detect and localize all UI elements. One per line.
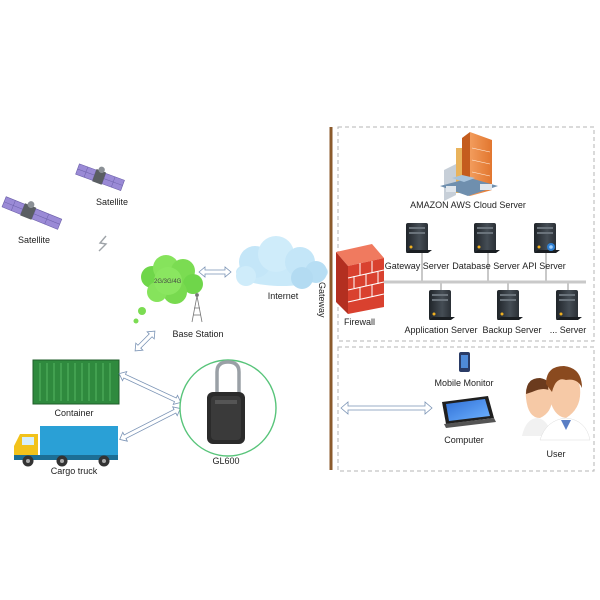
server-icon	[474, 223, 500, 253]
double-arrow	[198, 266, 232, 278]
firewall-icon	[336, 244, 385, 314]
server-icon	[534, 223, 560, 253]
computer-label: Computer	[444, 435, 484, 445]
users-icon	[522, 366, 591, 441]
base-station-label: Base Station	[172, 329, 224, 339]
gateway-label: Gateway	[317, 282, 327, 318]
container-label: Container	[54, 408, 94, 418]
more-server-label: ... Server	[549, 325, 587, 335]
user-label: User	[546, 449, 566, 459]
internet-cloud-icon	[236, 236, 328, 289]
backup-server-label: Backup Server	[482, 325, 542, 335]
network-label: 2G/3G/4G	[154, 279, 182, 285]
tracker-lock-icon	[207, 360, 245, 444]
satellite-icon	[1, 196, 63, 230]
server-icon	[497, 290, 523, 320]
database-server-label: Database Server	[452, 261, 520, 271]
server-icon	[556, 290, 582, 320]
double-arrow	[134, 330, 156, 352]
truck-icon	[14, 426, 118, 467]
cloud-server-label: AMAZON AWS Cloud Server	[410, 200, 526, 210]
firewall-label: Firewall	[344, 317, 376, 327]
cloud-panel	[337, 126, 595, 342]
server-icon	[406, 223, 432, 253]
phone-icon	[459, 352, 470, 372]
double-arrow	[340, 401, 433, 415]
cargo-truck-label: Cargo truck	[50, 466, 98, 476]
satellite-label: Satellite	[95, 197, 129, 207]
client-panel	[337, 346, 595, 472]
container-icon	[32, 359, 120, 405]
building-icon	[440, 132, 498, 201]
server-icon	[429, 290, 455, 320]
application-server-label: Application Server	[404, 325, 478, 335]
double-arrow	[118, 371, 182, 442]
device-label: GL600	[212, 456, 240, 466]
lightning-icon	[98, 235, 108, 252]
satellite-label: Satellite	[17, 235, 51, 245]
mobile-monitor-label: Mobile Monitor	[434, 378, 494, 388]
internet-label: Internet	[267, 291, 299, 301]
satellite-icon	[75, 163, 125, 191]
antenna-tower-icon	[191, 293, 203, 323]
network-cloud-icon	[133, 255, 203, 324]
api-server-label: API Server	[522, 261, 566, 271]
gateway-server-label: Gateway Server	[384, 261, 450, 271]
tablet-icon	[442, 396, 496, 428]
